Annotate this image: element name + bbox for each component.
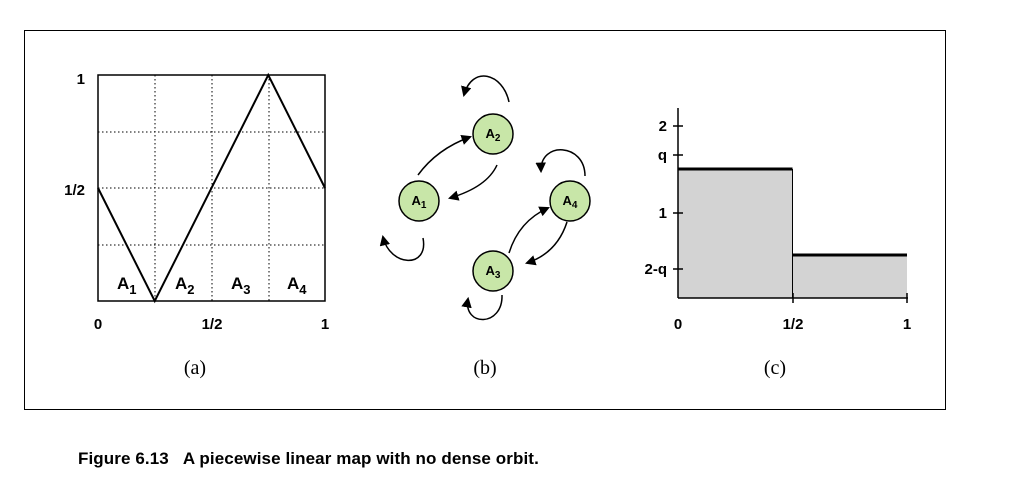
node-a3-circle [472,250,514,292]
panel-a-label: (a) [184,357,206,379]
figure-frame: 1 1/2 0 1/2 1 A1 A2 A3 A4 (a) [24,30,946,410]
edge-a2-to-a1 [447,164,498,201]
panel-a-ytick-half: 1/2 [64,182,85,199]
panel-c-ytick-1: 1 [659,205,667,222]
panel-a-xtick-1: 1 [321,316,329,333]
node-a2-label: A2 [486,126,501,144]
region-label-a1: A1 [117,274,137,297]
self-loop-a2 [461,75,510,103]
node-a1: A1 [398,180,440,222]
node-a1-circle [398,180,440,222]
panel-c-label: (c) [764,357,786,379]
node-a2-circle [472,113,514,155]
figure-svg: 1 1/2 0 1/2 1 A1 A2 A3 A4 (a) [64,71,911,379]
self-loop-a3 [461,294,503,321]
region-label-a2: A2 [175,274,195,297]
panel-c-ytick-q: q [658,147,667,164]
node-a4: A4 [549,180,591,222]
panel-c-xtick-0: 0 [674,316,682,333]
density-fill-left [678,169,793,298]
panel-b-transition-graph: A1 A2 A3 A4 (b) [379,75,591,379]
edge-a1-to-a2 [417,134,472,176]
node-a3: A3 [472,250,514,292]
node-a2: A2 [472,113,514,155]
self-loop-a1 [379,234,425,262]
figure-caption: Figure 6.13 A piecewise linear map with n… [78,449,539,469]
region-label-a3: A3 [231,274,251,297]
figure-number: Figure 6.13 [78,449,169,468]
panel-c-xtick-1: 1 [903,316,911,333]
panel-a-graph: 1 1/2 0 1/2 1 A1 A2 A3 A4 (a) [64,71,329,379]
panel-a-xtick-0: 0 [94,316,102,333]
self-loop-a4 [535,149,586,177]
edge-a4-to-a3 [525,221,568,266]
region-label-a4: A4 [287,274,307,297]
node-a4-label: A4 [563,193,578,211]
panel-c-ytick-2: 2 [659,118,667,135]
node-a3-label: A3 [486,263,501,281]
edge-a3-to-a4 [508,206,550,254]
panel-c-ytick-2-q: 2-q [645,261,668,278]
panel-b-label: (b) [473,357,496,379]
node-a1-label: A1 [412,193,427,211]
panel-a-xtick-half: 1/2 [202,316,223,333]
density-fill-right [792,255,907,298]
panel-c-density-graph: 2 q 1 2-q 0 1/2 1 (c) [645,108,911,379]
node-a4-circle [549,180,591,222]
panel-a-ytick-1: 1 [77,71,85,88]
panel-c-xtick-half: 1/2 [783,316,804,333]
figure-caption-text: A piecewise linear map with no dense orb… [182,449,539,468]
piecewise-linear-map-line [97,72,326,304]
